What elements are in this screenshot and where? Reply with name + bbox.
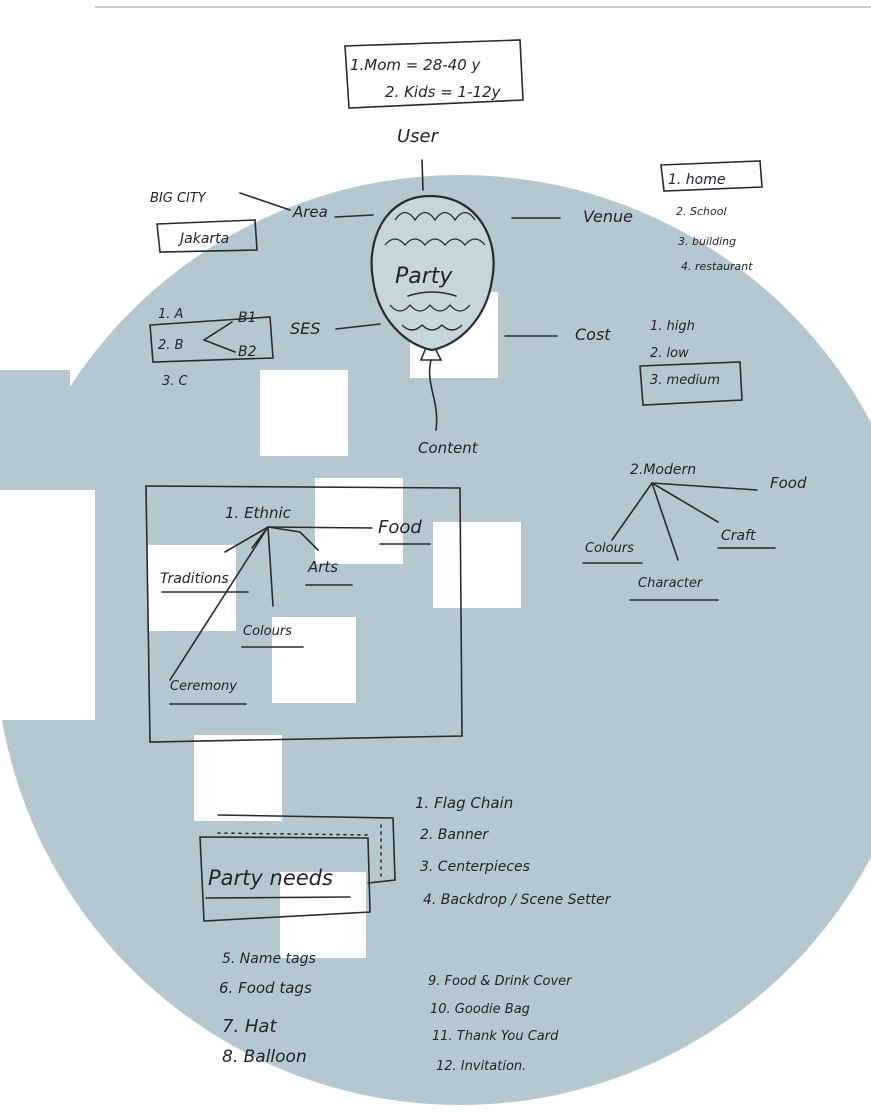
ethnic-arts: Arts: [307, 558, 338, 576]
jakarta-label: Jakarta: [177, 231, 229, 247]
area-connector: [334, 214, 374, 218]
ses-grade-a: 1. A: [158, 307, 183, 322]
watermark-block: [0, 370, 70, 490]
content-label: Content: [418, 439, 479, 457]
modern-title: 2.Modern: [630, 462, 696, 478]
big-city-label: BIG CITY: [150, 191, 207, 206]
party-needs-node: Party needs 1. Flag Chain 2. Banner 3. C…: [199, 794, 612, 1074]
party-needs-title: Party needs: [208, 866, 333, 890]
party-need-2: 2. Banner: [420, 827, 489, 843]
venue-label: Venue: [583, 207, 633, 226]
party-need-4: 4. Backdrop / Scene Setter: [423, 892, 612, 908]
party-need-10: 10. Goodie Bag: [430, 1002, 530, 1017]
ses-sub-b1: B1: [238, 310, 257, 326]
ethnic-colours: Colours: [243, 624, 292, 639]
venue-option-1: 1. home: [668, 172, 726, 188]
user-label: User: [397, 126, 440, 147]
party-need-9: 9. Food & Drink Cover: [428, 974, 573, 989]
ethnic-food: Food: [378, 517, 422, 538]
venue-home-box: [660, 160, 763, 192]
user-connector: [421, 159, 424, 191]
party-need-6: 6. Food tags: [219, 979, 312, 997]
venue-option-4: 4. restaurant: [681, 260, 753, 273]
party-need-12: 12. Invitation.: [436, 1059, 526, 1074]
watermark-circle: [0, 175, 871, 1105]
ethnic-traditions: Traditions: [160, 571, 229, 587]
area-label: Area: [292, 203, 328, 221]
watermark-pixel: [148, 545, 236, 631]
modern-character: Character: [638, 576, 704, 591]
watermark-pixel: [315, 478, 403, 564]
party-needs-back-box: [217, 814, 396, 884]
balloon-smile: [407, 291, 457, 297]
party-need-8: 8. Balloon: [222, 1047, 307, 1067]
party-need-1: 1. Flag Chain: [415, 794, 513, 812]
ethnic-ceremony: Ceremony: [170, 679, 237, 694]
party-need-11: 11. Thank You Card: [432, 1029, 559, 1044]
party-needs-box: [199, 836, 371, 922]
ses-branch: [202, 321, 236, 353]
balloon-label: Party: [395, 264, 453, 289]
ses-connector: [335, 323, 381, 330]
area-node: BIG CITY Jakarta Area: [150, 191, 374, 253]
ses-label: SES: [290, 319, 320, 338]
watermark: [0, 175, 871, 1105]
party-need-7: 7. Hat: [222, 1016, 277, 1037]
balloon-string: [428, 359, 438, 431]
cost-medium-box: [639, 361, 743, 406]
ethnic-frame: [145, 485, 463, 743]
user-line-2: 2. Kids = 1-12y: [385, 83, 502, 101]
user-line-1: 1.Mom = 28-40 y: [350, 56, 482, 74]
watermark-notch: [0, 490, 95, 720]
balloon-scribble: [384, 211, 486, 331]
cost-node: Cost 1. high 2. low 3. medium: [504, 319, 743, 406]
watermark-pixel: [433, 522, 521, 608]
modern-branches: [611, 482, 758, 561]
ses-grade-c: 3. C: [162, 374, 189, 389]
watermark-pixel: [194, 735, 282, 821]
watermark-pixel: [260, 370, 348, 456]
cost-option-2: 2. low: [650, 346, 689, 361]
balloon: Party: [370, 194, 495, 431]
ses-node: 1. A 2. B B1 B2 3. C SES: [149, 307, 381, 389]
ses-sub-b2: B2: [238, 344, 257, 360]
ses-grade-b: 2. B: [158, 338, 184, 353]
cost-option-1: 1. high: [650, 319, 695, 334]
ethnic-title: 1. Ethnic: [225, 504, 292, 522]
user-node: 1.Mom = 28-40 y 2. Kids = 1-12y User: [344, 39, 524, 191]
venue-option-2: 2. School: [676, 205, 727, 218]
ethnic-branches: [169, 526, 319, 681]
user-box: [344, 39, 524, 109]
cost-label: Cost: [575, 325, 611, 344]
party-need-3: 3. Centerpieces: [420, 859, 530, 875]
watermark-pixel: [272, 617, 356, 703]
ses-b-box: [149, 316, 274, 363]
balloon-body: [370, 194, 495, 352]
big-city-connector: [239, 192, 291, 211]
modern-node: 2.Modern Food Craft Colours Character: [582, 462, 807, 601]
venue-node: Venue 1. home 2. School 3. building 4. r…: [511, 160, 763, 273]
ethnic-food-line: [267, 526, 373, 529]
party-needs-hatch-top: [217, 832, 371, 836]
jakarta-box: [156, 219, 258, 253]
venue-option-3: 3. building: [678, 235, 736, 248]
modern-food: Food: [770, 474, 807, 492]
modern-colours: Colours: [585, 541, 634, 556]
ethnic-node: 1. Ethnic Food Traditions Arts Colours C…: [145, 485, 463, 743]
party-need-5: 5. Name tags: [222, 951, 316, 967]
modern-craft: Craft: [721, 528, 756, 544]
cost-option-3: 3. medium: [650, 373, 720, 388]
party-needs-title-underline: [205, 896, 351, 899]
